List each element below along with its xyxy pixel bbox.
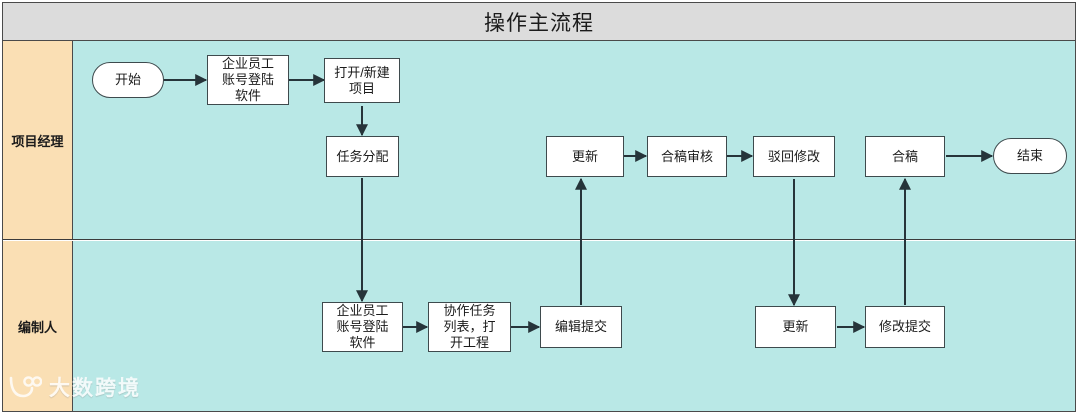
node-login-top-line3: 软件 bbox=[234, 88, 261, 103]
node-login-top-line1: 企业员工 bbox=[221, 56, 274, 71]
node-login-bottom-line1: 企业员工 bbox=[336, 303, 389, 318]
node-task-assign-label: 任务分配 bbox=[336, 148, 389, 164]
node-start-label: 开始 bbox=[114, 72, 141, 87]
swimlane-header-project-manager: 项目经理 bbox=[3, 41, 73, 239]
node-login-top[interactable]: 企业员工 账号登陆 软件 bbox=[207, 55, 289, 105]
node-update-top-label: 更新 bbox=[571, 148, 598, 164]
node-login-top-line2: 账号登陆 bbox=[221, 72, 274, 87]
node-open-project[interactable]: 打开/新建 项目 bbox=[324, 58, 400, 103]
node-login-bottom-line2: 账号登陆 bbox=[336, 319, 389, 334]
node-merge-review-label: 合稿审核 bbox=[660, 148, 713, 164]
node-modify-submit-label: 修改提交 bbox=[878, 319, 931, 334]
diagram-title-bar: 操作主流程 bbox=[3, 3, 1075, 41]
node-reject-modify[interactable]: 驳回修改 bbox=[753, 136, 835, 177]
node-start[interactable]: 开始 bbox=[92, 62, 164, 98]
node-merge[interactable]: 合稿 bbox=[865, 136, 945, 177]
node-merge-label: 合稿 bbox=[891, 148, 918, 164]
node-end[interactable]: 结束 bbox=[993, 138, 1067, 174]
node-end-label: 结束 bbox=[1016, 148, 1043, 163]
node-edit-submit[interactable]: 编辑提交 bbox=[540, 306, 622, 348]
node-update-bottom[interactable]: 更新 bbox=[755, 306, 836, 348]
node-task-list-line1: 协作任务 bbox=[443, 303, 496, 318]
node-reject-modify-label: 驳回修改 bbox=[767, 148, 820, 164]
node-update-bottom-label: 更新 bbox=[782, 319, 809, 334]
node-open-project-line1: 打开/新建 bbox=[334, 64, 390, 80]
node-edit-submit-label: 编辑提交 bbox=[554, 319, 607, 334]
swimlane-label-project-manager: 项目经理 bbox=[11, 133, 64, 149]
node-task-list-line2: 列表，打 bbox=[443, 319, 496, 334]
node-open-project-line2: 项目 bbox=[348, 80, 375, 96]
swimlane-label-preparer: 编制人 bbox=[17, 319, 57, 335]
node-update-top[interactable]: 更新 bbox=[546, 136, 624, 177]
node-task-list[interactable]: 协作任务 列表，打 开工程 bbox=[428, 302, 511, 352]
node-task-list-line3: 开工程 bbox=[449, 335, 489, 350]
node-merge-review[interactable]: 合稿审核 bbox=[647, 136, 727, 177]
page-title: 操作主流程 bbox=[484, 11, 594, 35]
node-login-bottom-line3: 软件 bbox=[349, 335, 376, 350]
node-modify-submit[interactable]: 修改提交 bbox=[865, 306, 945, 348]
node-login-bottom[interactable]: 企业员工 账号登陆 软件 bbox=[322, 302, 403, 352]
node-task-assign[interactable]: 任务分配 bbox=[326, 136, 399, 177]
